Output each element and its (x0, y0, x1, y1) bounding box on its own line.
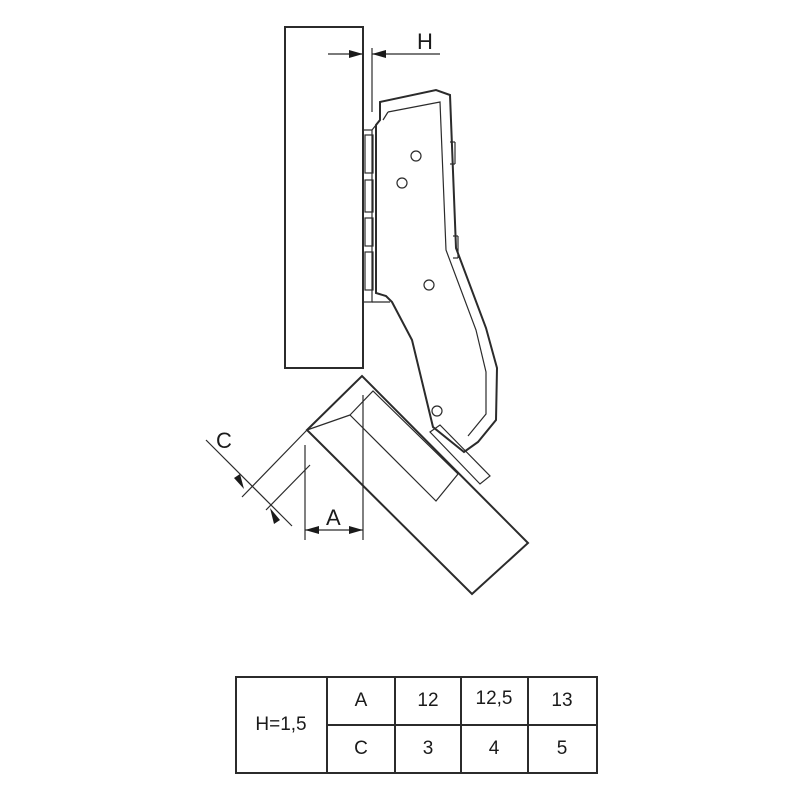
cabinet-side-panel (284, 26, 364, 369)
table-row-c-value: 5 (557, 738, 568, 759)
door-panel (305, 374, 530, 596)
dimension-a-label: A (326, 505, 341, 530)
table-row-a-value: 13 (551, 690, 572, 711)
table-row-a-value: 12 (417, 690, 438, 711)
table-row-c-label: C (354, 738, 368, 759)
table-row-a-label: A (355, 690, 368, 711)
table-row-a-value: 12,5 (476, 688, 513, 709)
dimension-h: H (328, 29, 440, 112)
dimension-table: H=1,5 A 12 12,5 13 C 3 4 5 (235, 676, 598, 774)
table-h-value: H=1,5 (255, 714, 306, 735)
dimension-c-label: C (216, 428, 232, 453)
dimension-h-label: H (417, 29, 433, 54)
table-row-c-value: 4 (489, 738, 500, 759)
hinge-arm (375, 88, 499, 454)
mounting-plate (362, 119, 390, 303)
dimension-c: C (205, 428, 311, 527)
rivet-holes (396, 150, 443, 417)
table-row-c-value: 3 (423, 738, 434, 759)
dimension-a: A (304, 395, 364, 540)
